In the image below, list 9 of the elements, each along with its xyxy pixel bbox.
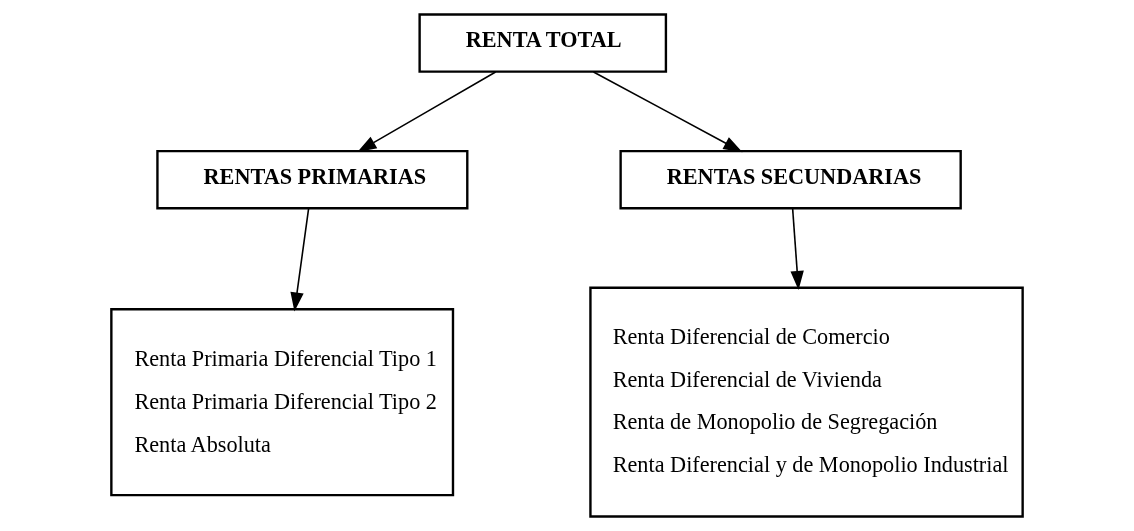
node-box: Renta Primaria Diferencial Tipo 1 Renta Primaria Diferencial Tipo 2 Renta Absoluta [110,308,455,497]
node-box: Renta Diferencial de Comercio Renta Diferencial de Vivienda Renta de Monopolio de Segregación Renta Diferencial y de Monopolio Industrial [589,286,1024,518]
arrow [790,207,804,291]
arrow [592,71,743,153]
arrow [357,71,497,152]
node-box: RENTA TOTAL [418,13,668,73]
arrow [290,207,310,312]
node-box: RENTAS SECUNDARIAS [619,149,962,210]
node-box: RENTAS PRIMARIAS [156,149,469,210]
